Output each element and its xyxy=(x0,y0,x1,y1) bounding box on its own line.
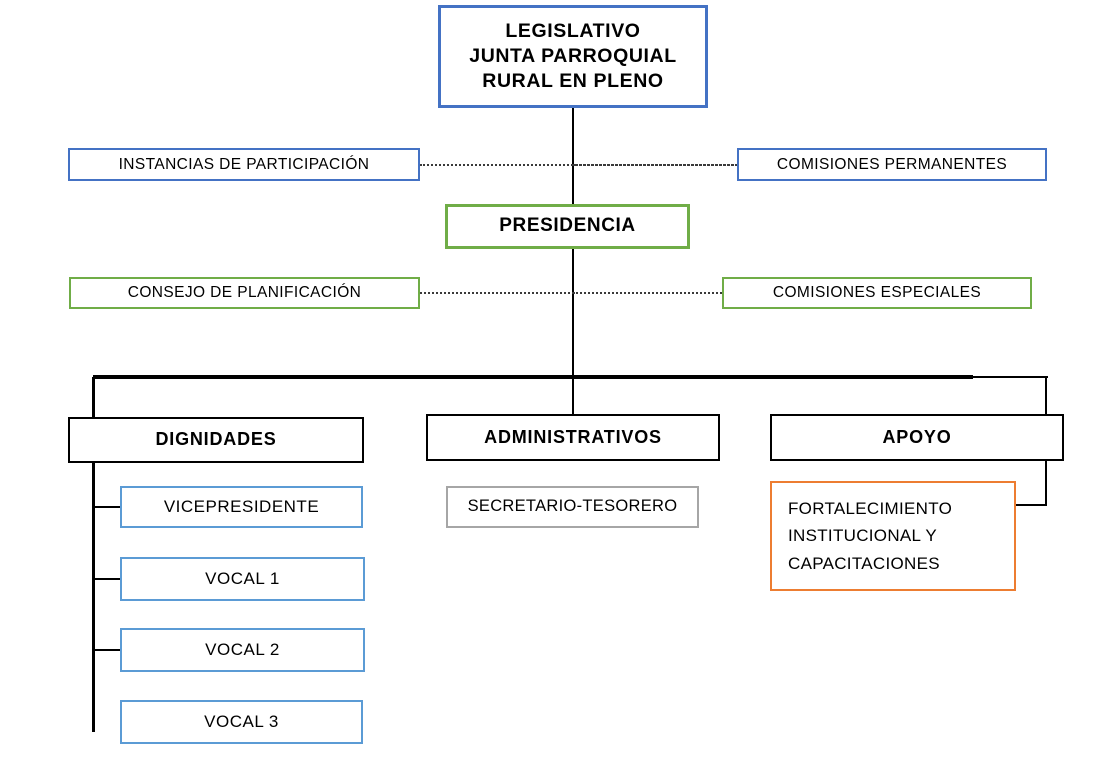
node-dignidades-label: DIGNIDADES xyxy=(155,429,277,450)
connector-dignidades-spine xyxy=(92,377,95,732)
node-fortalecimiento-institucional-label: FORTALECIMIENTO INSTITUCIONAL Y CAPACITA… xyxy=(788,498,953,573)
node-apoyo-label: APOYO xyxy=(882,426,952,447)
node-vocal-2-label: VOCAL 2 xyxy=(205,640,280,660)
connector-dotted-especiales xyxy=(573,292,722,294)
connector-stub-vocal-2 xyxy=(93,649,121,651)
node-fortalecimiento-institucional[interactable]: FORTALECIMIENTO INSTITUCIONAL Y CAPACITA… xyxy=(770,481,1016,591)
node-instancias-de-participacion[interactable]: INSTANCIAS DE PARTICIPACIÓN xyxy=(68,148,420,181)
connector-legislativo-to-presidencia xyxy=(572,108,574,205)
node-administrativos[interactable]: ADMINISTRATIVOS xyxy=(426,414,720,461)
node-vicepresidente[interactable]: VICEPRESIDENTE xyxy=(120,486,363,528)
connector-stub-vocal-1 xyxy=(93,578,121,580)
node-instancias-de-participacion-label: INSTANCIAS DE PARTICIPACIÓN xyxy=(118,155,370,173)
node-vicepresidente-label: VICEPRESIDENTE xyxy=(163,497,320,517)
node-vocal-2[interactable]: VOCAL 2 xyxy=(120,628,365,672)
connector-dotted-consejo xyxy=(420,292,722,294)
connector-apoyo-to-fortalecimiento-horizontal xyxy=(1015,504,1047,506)
node-comisiones-especiales-label: COMISIONES ESPECIALES xyxy=(772,284,982,302)
node-vocal-3-label: VOCAL 3 xyxy=(204,712,279,732)
connector-horizontal-bus xyxy=(93,375,973,379)
node-vocal-1[interactable]: VOCAL 1 xyxy=(120,557,365,601)
node-consejo-de-planificacion-label: CONSEJO DE PLANIFICACIÓN xyxy=(127,284,362,302)
node-presidencia[interactable]: PRESIDENCIA xyxy=(445,204,690,249)
connector-apoyo-to-fortalecimiento-vertical xyxy=(1045,461,1047,506)
node-vocal-3[interactable]: VOCAL 3 xyxy=(120,700,363,744)
node-secretario-tesorero[interactable]: SECRETARIO-TESORERO xyxy=(446,486,699,528)
node-consejo-de-planificacion[interactable]: CONSEJO DE PLANIFICACIÓN xyxy=(69,277,420,309)
node-presidencia-label: PRESIDENCIA xyxy=(499,215,636,237)
node-legislativo-label: LEGISLATIVO JUNTA PARROQUIAL RURAL EN PL… xyxy=(469,20,677,92)
node-dignidades[interactable]: DIGNIDADES xyxy=(68,417,364,463)
connector-bus-to-apoyo xyxy=(1045,377,1047,415)
connector-stub-vicepresidente xyxy=(93,506,121,508)
node-comisiones-especiales[interactable]: COMISIONES ESPECIALES xyxy=(722,277,1032,309)
node-vocal-1-label: VOCAL 1 xyxy=(205,569,280,589)
node-legislativo[interactable]: LEGISLATIVO JUNTA PARROQUIAL RURAL EN PL… xyxy=(438,5,708,108)
node-comisiones-permanentes[interactable]: COMISIONES PERMANENTES xyxy=(737,148,1047,181)
node-secretario-tesorero-label: SECRETARIO-TESORERO xyxy=(467,497,678,516)
node-comisiones-permanentes-label: COMISIONES PERMANENTES xyxy=(776,155,1008,173)
connector-presidencia-to-bus xyxy=(572,248,574,379)
connector-bus-to-administrativos xyxy=(572,377,574,415)
node-apoyo[interactable]: APOYO xyxy=(770,414,1064,461)
node-administrativos-label: ADMINISTRATIVOS xyxy=(484,426,662,447)
connector-bus-right-extension xyxy=(970,376,1048,378)
connector-dotted-permanentes xyxy=(573,164,737,166)
